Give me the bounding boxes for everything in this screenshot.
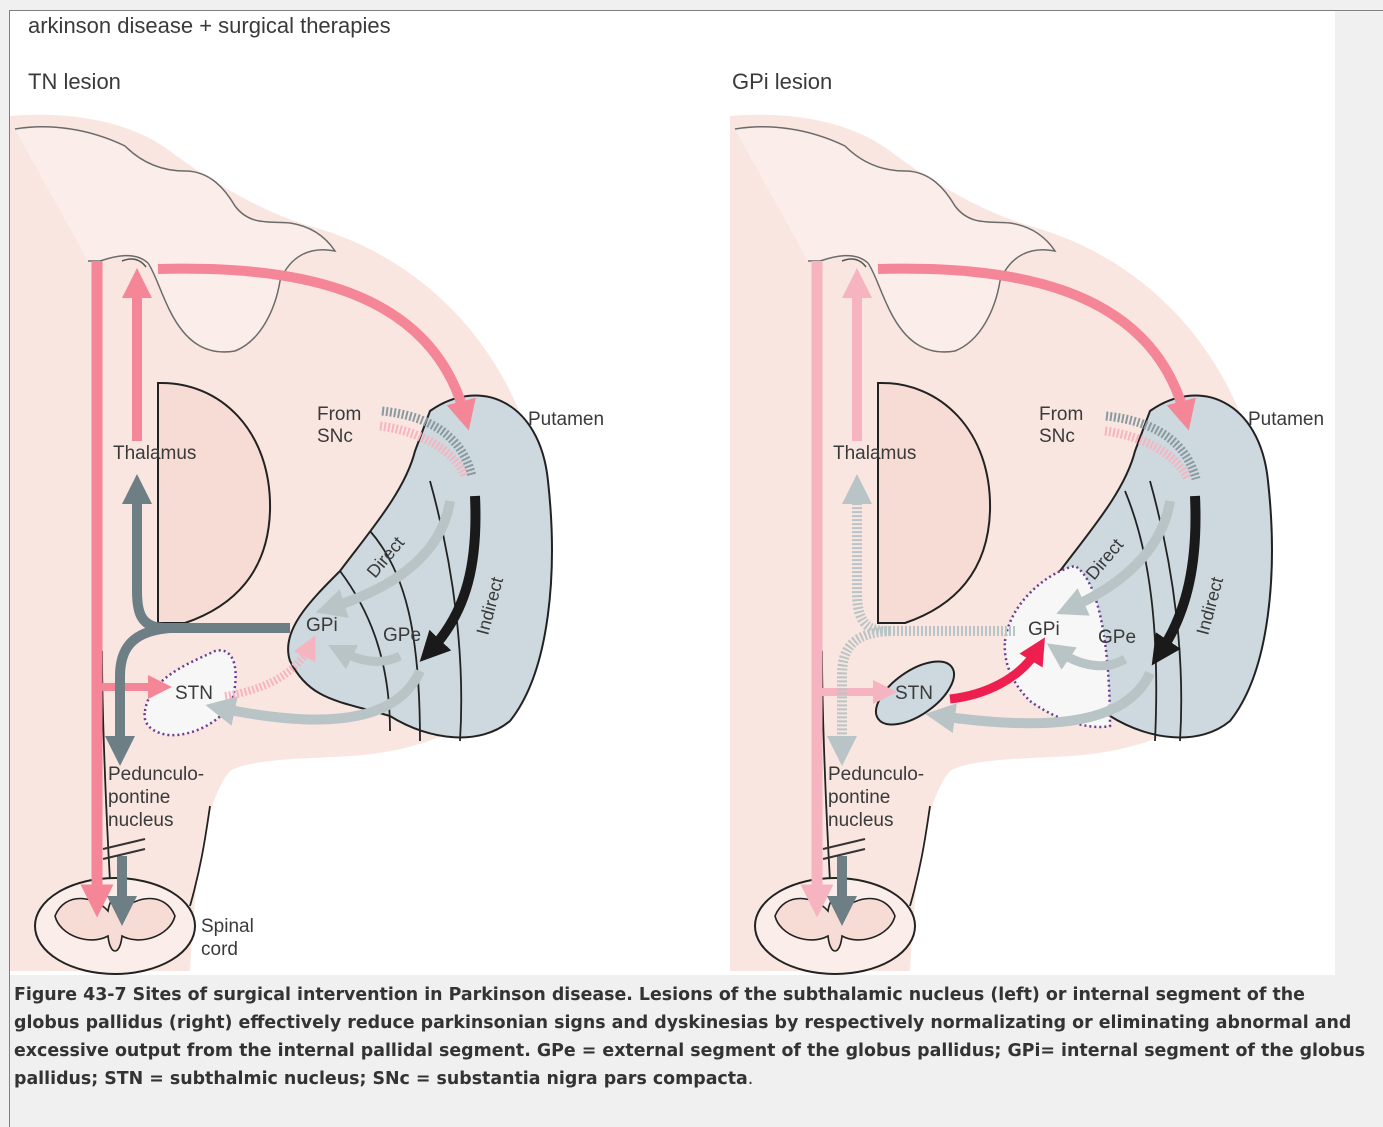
putamen-label: Putamen [1248,409,1324,430]
gpi-label: GPi [1028,619,1060,640]
ppn-label-line2: pontine [828,787,890,808]
spinal-label-line1: Spinal [201,916,254,937]
thalamus-label: Thalamus [833,443,916,464]
right-panel-title: GPi lesion [732,69,832,94]
spinal-cord-cross-section [755,878,915,974]
putamen-label: Putamen [528,409,604,430]
stn-label: STN [895,683,933,704]
caption-period: . [748,1069,754,1089]
gpe-label: GPe [1098,627,1136,648]
basal-ganglia-diagram: arkinson disease + surgical therapies TN… [10,11,1335,975]
spinal-cord-cross-section [35,878,195,974]
snc-label: SNc [317,426,353,447]
from-label: From [1039,404,1083,425]
gpi-label: GPi [306,615,338,636]
spinal-label-line2: cord [201,939,238,960]
figure-image: arkinson disease + surgical therapies TN… [10,11,1335,975]
ppn-label-line1: Pedunculo- [108,764,204,785]
thalamus-label: Thalamus [113,443,196,464]
from-label: From [317,404,361,425]
ppn-label-line2: pontine [108,787,170,808]
left-panel-title: TN lesion [28,69,121,94]
caption-text: Figure 43-7 Sites of surgical interventi… [14,985,1365,1089]
figure-caption: Figure 43-7 Sites of surgical interventi… [14,981,1374,1093]
right-panel: GPi lesion From [730,69,1324,974]
gpe-label: GPe [383,625,421,646]
ppn-label-line3: nucleus [828,810,894,831]
ppn-label-line3: nucleus [108,810,174,831]
stn-label: STN [175,683,213,704]
ppn-label-line1: Pedunculo- [828,764,924,785]
figure-header: arkinson disease + surgical therapies [28,13,391,38]
left-panel: TN lesion [10,69,604,974]
snc-label: SNc [1039,426,1075,447]
